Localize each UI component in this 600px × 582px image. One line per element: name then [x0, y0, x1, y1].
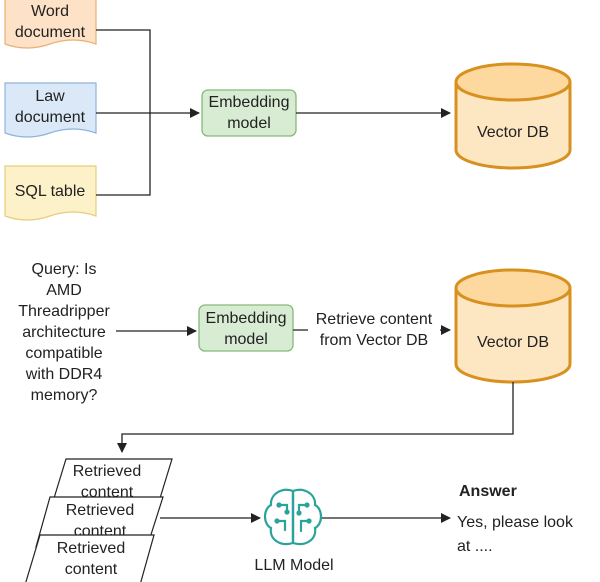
query-line-3: Threadripper [18, 303, 110, 320]
llm-model-label: LLM Model [254, 557, 333, 574]
retrieve-content-arrow: Retrieve content from Vector DB [293, 308, 451, 353]
answer-block: Answer Yes, please look at .... [457, 483, 574, 555]
law-document-label-line2: document [15, 109, 86, 126]
retrieved-content-card-3: Retrieved content [25, 534, 155, 582]
answer-line-1: Yes, please look [457, 514, 574, 531]
vector-db-top-label: Vector DB [477, 124, 549, 141]
llm-model-node: LLM Model [254, 488, 334, 574]
retrieve-label-line2: from Vector DB [320, 332, 428, 349]
sql-table-label: SQL table [15, 183, 86, 200]
vector-db-bottom-label: Vector DB [477, 334, 549, 351]
embedding-model-bottom-line2: model [224, 331, 268, 348]
vector-db-bottom-cylinder: Vector DB [454, 268, 572, 384]
answer-title: Answer [459, 483, 517, 500]
query-line-7: memory? [31, 387, 98, 404]
query-line-6: with DDR4 [25, 366, 103, 383]
query-text: Query: Is AMD Threadripper architecture … [18, 261, 110, 404]
embedding-model-top-node: Embedding model [201, 89, 297, 137]
law-document-label-line1: Law [35, 88, 65, 105]
answer-line-2: at .... [457, 538, 493, 555]
word-document-node: Word document [4, 0, 97, 49]
svg-text:Retrieved: Retrieved [73, 463, 141, 480]
embedding-model-top-line1: Embedding [209, 94, 290, 111]
law-document-node: Law document [4, 82, 97, 138]
brain-circuit-icon [263, 488, 323, 546]
query-line-5: compatible [25, 345, 102, 362]
embedding-model-bottom-node: Embedding model [198, 304, 294, 352]
word-document-label-line2: document [15, 24, 86, 41]
query-line-1: Query: Is [32, 261, 97, 278]
vector-db-top-cylinder: Vector DB [454, 62, 572, 170]
svg-text:content: content [65, 561, 118, 578]
vectordb-to-retrieved-arrow [117, 382, 514, 453]
documents-connector [96, 29, 200, 196]
embedding-model-bottom-line1: Embedding [206, 310, 287, 327]
retrieve-label-line1: Retrieve content [316, 311, 433, 328]
query-line-2: AMD [46, 282, 82, 299]
query-line-4: architecture [22, 324, 106, 341]
svg-text:Retrieved: Retrieved [57, 540, 125, 557]
sql-table-node: SQL table [4, 165, 97, 221]
word-document-label-line1: Word [31, 3, 69, 20]
svg-text:Retrieved: Retrieved [66, 502, 134, 519]
embedding-model-top-line2: model [227, 115, 271, 132]
